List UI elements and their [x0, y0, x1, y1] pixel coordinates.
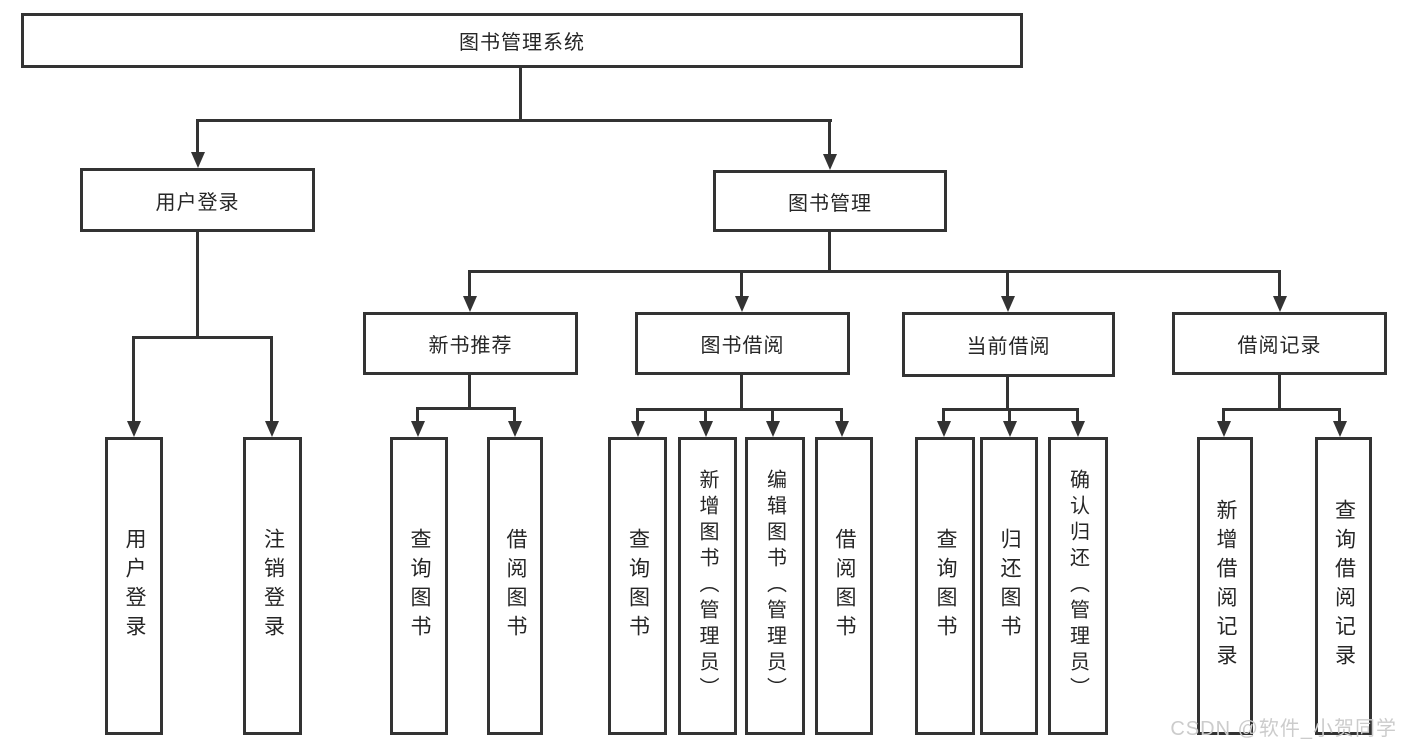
connector-borrow-records-bus	[1223, 408, 1341, 411]
connector-book-borrow-bus	[637, 408, 843, 411]
connector-current-borrow-bus	[943, 408, 1079, 411]
leaf-borrow-books-label: 借阅图书	[833, 528, 856, 644]
node-book-borrow-label: 图书借阅	[700, 335, 785, 357]
node-library-system: 图书管理系统	[21, 13, 1023, 68]
connector-drop-leaf	[132, 336, 135, 422]
connector-drop-borrow-records	[1278, 270, 1281, 297]
leaf-user-login-label: 用户登录	[123, 528, 146, 644]
node-library-system-label: 图书管理系统	[459, 32, 585, 54]
arrow-down-icon	[265, 421, 279, 437]
node-book-management: 图书管理	[713, 170, 947, 232]
leaf-query-borrow-record-label: 查询借阅记录	[1332, 499, 1356, 673]
connector-drop-leaf	[636, 408, 639, 422]
leaf-edit-books-admin: 编辑图书（管理员）	[745, 437, 805, 735]
arrow-down-icon	[191, 152, 205, 168]
arrow-down-icon	[937, 421, 951, 437]
leaf-confirm-return-admin: 确认归还（管理员）	[1048, 437, 1108, 735]
leaf-confirm-return-admin-label: 确认归还（管理员）	[1066, 469, 1089, 703]
leaf-borrow-books-recommend: 借阅图书	[487, 437, 543, 735]
connector-drop-book-borrow	[740, 270, 743, 297]
arrow-down-icon	[411, 421, 425, 437]
connector-drop-leaf	[416, 407, 419, 422]
arrow-down-icon	[1001, 296, 1015, 312]
arrow-down-icon	[631, 421, 645, 437]
arrow-down-icon	[127, 421, 141, 437]
leaf-add-borrow-record-label: 新增借阅记录	[1214, 499, 1237, 673]
node-new-book-recommend-label: 新书推荐	[428, 335, 513, 357]
connector-level2-bus	[197, 119, 832, 122]
leaf-query-books-recommend-label: 查询图书	[408, 528, 431, 644]
node-current-borrow-label: 当前借阅	[966, 336, 1051, 358]
connector-new-book-stem	[468, 375, 471, 409]
node-borrow-records: 借阅记录	[1172, 312, 1387, 375]
arrow-down-icon	[766, 421, 780, 437]
node-book-management-label: 图书管理	[788, 192, 872, 215]
connector-drop-leaf	[513, 407, 516, 422]
arrow-down-icon	[1071, 421, 1085, 437]
connector-drop-user-login	[196, 119, 199, 153]
leaf-query-books-borrow: 查询图书	[608, 437, 667, 735]
arrow-down-icon	[699, 421, 713, 437]
csdn-watermark: CSDN @软件_小贺同学	[1170, 718, 1397, 740]
node-new-book-recommend: 新书推荐	[363, 312, 578, 375]
connector-new-book-bus	[417, 407, 516, 410]
leaf-return-books: 归还图书	[980, 437, 1038, 735]
connector-root-stem	[519, 66, 522, 121]
connector-drop-leaf	[1222, 408, 1225, 422]
leaf-logout: 注销登录	[243, 437, 302, 735]
connector-drop-leaf	[840, 408, 843, 422]
arrow-down-icon	[1273, 296, 1287, 312]
node-current-borrow: 当前借阅	[902, 312, 1115, 377]
connector-user-login-bus	[133, 336, 273, 339]
leaf-query-books-current-label: 查询图书	[934, 528, 957, 644]
connector-drop-leaf	[771, 408, 774, 422]
arrow-down-icon	[823, 154, 837, 170]
leaf-borrow-books-recommend-label: 借阅图书	[504, 528, 527, 644]
connector-drop-leaf	[1338, 408, 1341, 422]
arrow-down-icon	[735, 296, 749, 312]
arrow-down-icon	[835, 421, 849, 437]
connector-drop-current-borrow	[1006, 270, 1009, 297]
connector-drop-book-mgmt	[828, 119, 831, 155]
arrow-down-icon	[1217, 421, 1231, 437]
node-book-borrow: 图书借阅	[635, 312, 850, 375]
arrow-down-icon	[463, 296, 477, 312]
leaf-return-books-label: 归还图书	[998, 528, 1021, 644]
connector-drop-leaf	[704, 408, 707, 422]
node-user-login-label: 用户登录	[155, 191, 240, 214]
leaf-add-borrow-record: 新增借阅记录	[1197, 437, 1253, 735]
leaf-query-books-borrow-label: 查询图书	[626, 528, 650, 644]
connector-user-login-stem	[196, 232, 199, 338]
leaf-query-books-current: 查询图书	[915, 437, 975, 735]
leaf-edit-books-admin-label: 编辑图书（管理员）	[763, 469, 786, 703]
connector-drop-leaf	[270, 336, 273, 422]
leaf-query-books-recommend: 查询图书	[390, 437, 448, 735]
connector-drop-new-book	[468, 270, 471, 297]
connector-level3-bus	[469, 270, 1281, 273]
leaf-logout-label: 注销登录	[261, 528, 285, 644]
connector-drop-leaf	[1008, 408, 1011, 422]
arrow-down-icon	[508, 421, 522, 437]
arrow-down-icon	[1003, 421, 1017, 437]
connector-borrow-records-stem	[1278, 375, 1281, 410]
connector-book-mgmt-stem	[828, 232, 831, 272]
node-borrow-records-label: 借阅记录	[1237, 335, 1322, 357]
connector-book-borrow-stem	[740, 375, 743, 410]
leaf-query-borrow-record: 查询借阅记录	[1315, 437, 1372, 735]
leaf-borrow-books: 借阅图书	[815, 437, 873, 735]
connector-drop-leaf	[1076, 408, 1079, 422]
connector-drop-leaf	[942, 408, 945, 422]
arrow-down-icon	[1333, 421, 1347, 437]
connector-current-borrow-stem	[1006, 377, 1009, 410]
leaf-add-books-admin: 新增图书（管理员）	[678, 437, 737, 735]
leaf-add-books-admin-label: 新增图书（管理员）	[696, 469, 718, 703]
node-user-login: 用户登录	[80, 168, 315, 232]
leaf-user-login: 用户登录	[105, 437, 163, 735]
